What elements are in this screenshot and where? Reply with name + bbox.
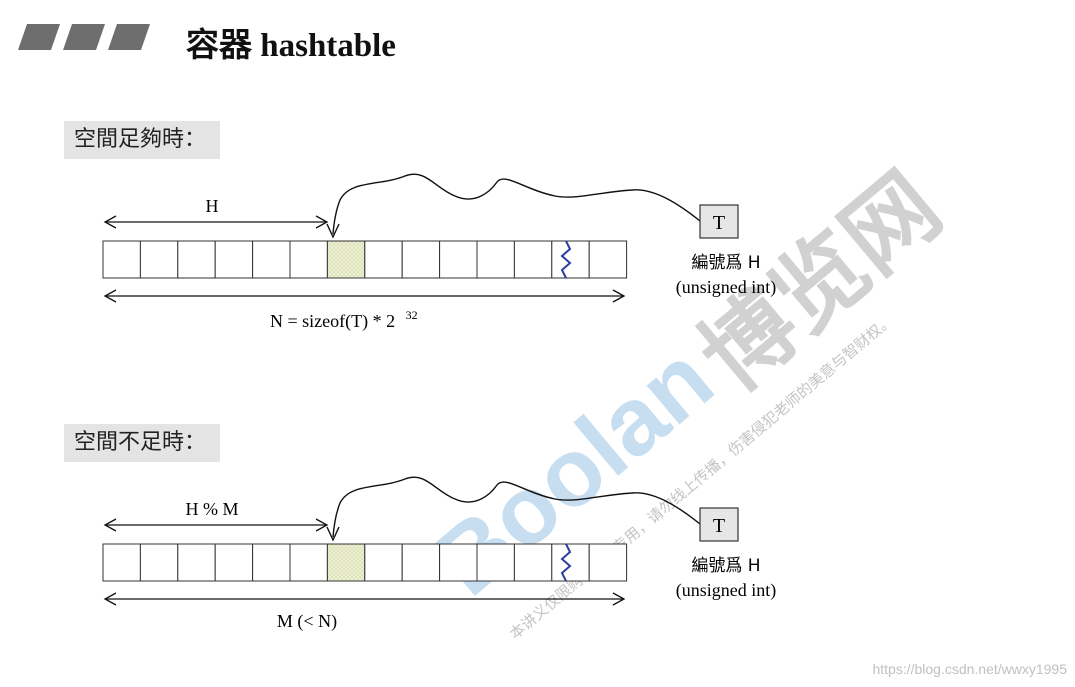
curve-arrow-head — [326, 526, 340, 542]
mapping-curve — [332, 476, 701, 538]
watermark-url: https://blog.csdn.net/wwxy1995 — [872, 661, 1067, 677]
arrow-m-label: M (< N) — [277, 611, 337, 632]
bucket-cell — [401, 240, 441, 279]
bucket-cell-target — [326, 543, 366, 582]
curve-arrow-head — [326, 223, 340, 239]
element-caption-number: 編號爲 H — [691, 253, 760, 273]
bucket-cell — [102, 543, 141, 582]
bucket-cell — [476, 240, 515, 279]
arrow-h-label: H — [206, 196, 219, 216]
mapping-curve — [332, 173, 701, 235]
bucket-cell — [439, 543, 478, 582]
bucket-array — [102, 240, 628, 279]
element-box-label: T — [713, 515, 725, 537]
bucket-cell — [551, 240, 590, 279]
element-caption-number: 編號爲 H — [691, 556, 760, 576]
bucket-cell — [401, 543, 441, 582]
header-stripes — [18, 24, 150, 50]
bucket-cell — [289, 543, 328, 582]
section-label-insufficient-space: 空間不足時： — [64, 424, 221, 462]
bucket-cell — [513, 543, 553, 582]
diagram-insufficient-space: H % M M (< N) T 編號爲 H (unsigned int) — [102, 476, 777, 632]
element-box-t — [699, 507, 739, 542]
header-stripe — [63, 24, 105, 50]
element-box-t — [699, 204, 739, 239]
bucket-array — [102, 543, 628, 582]
bucket-cell — [588, 543, 628, 582]
arrow-head-left — [103, 518, 117, 532]
section-label-enough-space: 空間足夠時： — [64, 121, 221, 159]
zigzag-marker — [560, 543, 572, 582]
arrow-head-left — [103, 289, 117, 303]
bucket-cell — [289, 240, 328, 279]
bucket-cell — [252, 543, 291, 582]
arrow-n-label-sup: 32 — [406, 308, 418, 322]
arrow-head-right — [315, 215, 329, 229]
bucket-cell-target — [326, 240, 366, 279]
bucket-cell — [214, 240, 254, 279]
bucket-cell — [177, 240, 216, 279]
bucket-cell — [476, 543, 515, 582]
bucket-cell — [364, 240, 403, 279]
arrow-head-left — [103, 215, 117, 229]
header-stripe — [108, 24, 150, 50]
bucket-cell — [551, 543, 590, 582]
arrow-n-label: N = sizeof(T) * 2 32 — [270, 308, 418, 332]
arrow-head-right — [315, 518, 329, 532]
zigzag-marker — [560, 240, 572, 279]
arrow-head-right — [612, 289, 626, 303]
bucket-cell — [102, 240, 141, 279]
diagram-enough-space: H N = sizeof(T) * 2 32 T 編號爲 H (unsigned… — [102, 173, 777, 332]
bucket-cell — [364, 543, 403, 582]
page-title: 容器 hashtable — [186, 28, 396, 64]
arrow-head-right — [612, 592, 626, 606]
bucket-cell — [214, 543, 254, 582]
bucket-cell — [252, 240, 291, 279]
arrow-hm-label: H % M — [186, 499, 239, 519]
header-stripe — [18, 24, 60, 50]
element-caption-type: (unsigned int) — [676, 580, 777, 601]
bucket-cell — [588, 240, 628, 279]
bucket-cell — [513, 240, 553, 279]
arrow-head-left — [103, 592, 117, 606]
bucket-cell — [139, 240, 179, 279]
bucket-cell — [139, 543, 179, 582]
element-box-label: T — [713, 212, 725, 234]
bucket-cell — [177, 543, 216, 582]
bucket-cell — [439, 240, 478, 279]
arrow-n-label-text: N = sizeof(T) * 2 — [270, 311, 395, 332]
element-caption-type: (unsigned int) — [676, 277, 777, 298]
